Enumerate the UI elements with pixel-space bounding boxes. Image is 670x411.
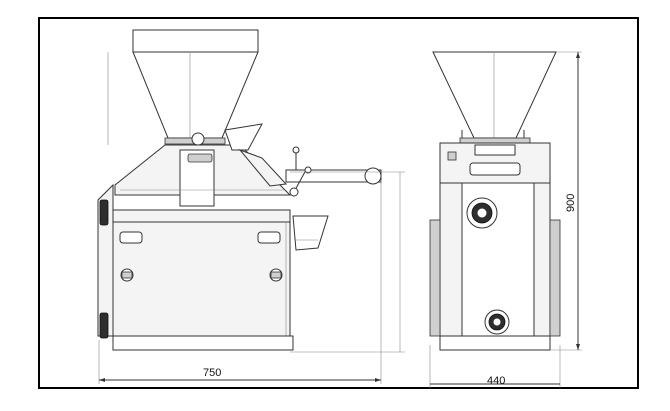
front-view: 900 440 xyxy=(429,51,582,388)
width-dimension xyxy=(98,180,382,384)
depth-dimension xyxy=(429,345,561,388)
height-dimension xyxy=(550,51,582,351)
height-dimension-label: 900 xyxy=(565,194,577,212)
depth-dimension-label: 440 xyxy=(487,375,505,387)
front-hopper xyxy=(432,51,557,139)
width-dimension-label: 750 xyxy=(203,367,221,379)
side-view: 750 xyxy=(97,29,405,384)
side-base xyxy=(112,335,294,351)
front-base xyxy=(439,335,551,351)
drawing-frame xyxy=(38,17,639,389)
side-main-body xyxy=(112,209,291,337)
